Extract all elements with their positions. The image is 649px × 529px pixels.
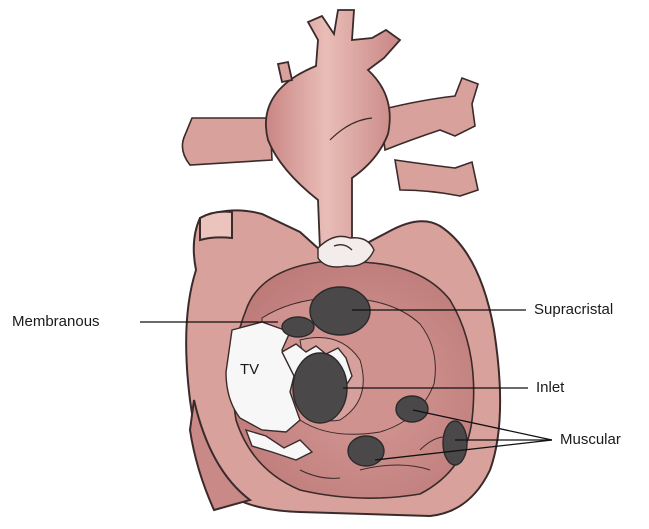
label-inlet: Inlet	[536, 379, 564, 397]
label-supracristal: Supracristal	[534, 301, 613, 319]
label-tv: TV	[240, 361, 259, 379]
muscular-defect-1	[396, 396, 428, 422]
muscular-defect-3	[348, 436, 384, 466]
label-muscular: Muscular	[560, 431, 621, 449]
inlet-defect	[293, 353, 347, 423]
supracristal-defect	[310, 287, 370, 335]
label-membranous: Membranous	[12, 313, 100, 331]
membranous-defect	[282, 317, 314, 337]
muscular-defect-2	[443, 421, 467, 465]
aorta	[266, 10, 400, 250]
